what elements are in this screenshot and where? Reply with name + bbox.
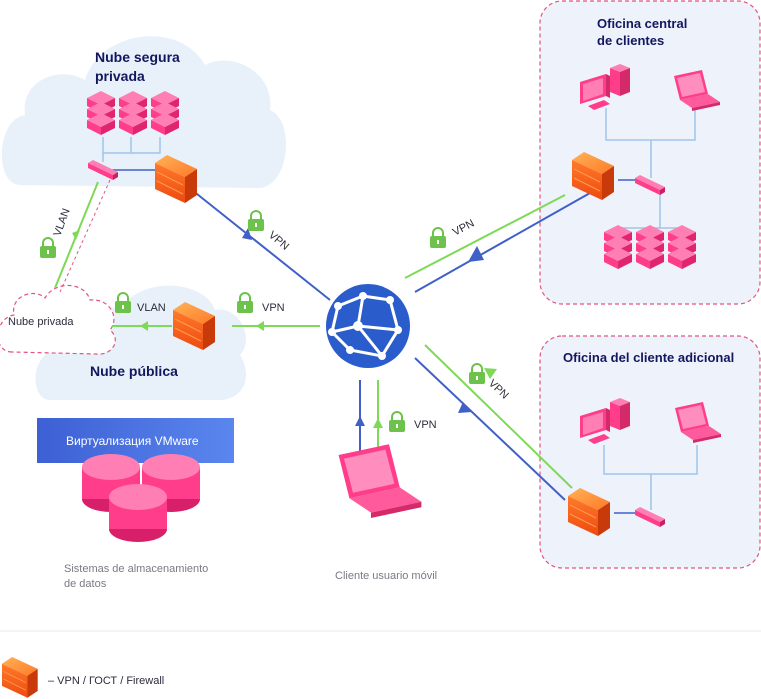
lock-icon xyxy=(39,237,57,259)
arrow-icon xyxy=(140,321,148,331)
arrow-icon xyxy=(484,368,497,379)
vpn-label: VPN xyxy=(414,419,437,431)
lock-icon xyxy=(388,411,406,433)
vpn-label: VPN xyxy=(266,229,291,253)
lock-icon xyxy=(236,292,254,314)
central-office-box xyxy=(539,0,761,305)
public-cloud-title: Nube pública xyxy=(90,363,178,379)
lock-icon xyxy=(468,363,486,385)
secure-cloud-title-1: Nube segura xyxy=(95,49,180,65)
globe-icon xyxy=(326,284,410,368)
server-stack-icon xyxy=(604,225,696,269)
secure-cloud-title-2: privada xyxy=(95,68,145,84)
vlan-label: VLAN xyxy=(52,207,73,238)
vmware-label: Виртуализация VMware xyxy=(66,434,199,448)
additional-office-title: Oficina del cliente adicional xyxy=(563,350,734,365)
vmware-bar xyxy=(37,418,234,463)
legend-text: – VPN / ГОСТ / Firewall xyxy=(48,675,164,687)
laptop-icon xyxy=(338,444,422,518)
mobile-client-label: Cliente usuario móvil xyxy=(335,570,437,582)
arrow-icon xyxy=(373,418,383,428)
private-cloud-label: Nube privada xyxy=(8,316,74,328)
lock-icon xyxy=(247,210,265,232)
vlan-label: VLAN xyxy=(137,302,166,314)
vpn-label: VPN xyxy=(262,302,285,314)
links xyxy=(54,108,698,514)
arrow-icon xyxy=(256,321,264,331)
additional-office-box xyxy=(539,335,761,569)
vpn-label: VPN xyxy=(486,377,511,401)
arrow-icon xyxy=(355,416,365,426)
arrow-icon xyxy=(242,228,252,240)
legend-firewall-icon xyxy=(1,656,39,699)
lock-icon xyxy=(114,292,132,314)
arrow-icon xyxy=(458,402,472,413)
central-office-title-2: de clientes xyxy=(597,33,664,48)
lock-icon xyxy=(429,227,447,249)
arrow-icon xyxy=(468,246,484,262)
central-office-title-1: Oficina central xyxy=(597,16,687,31)
vpn-label: VPN xyxy=(451,217,477,238)
private-cloud-small xyxy=(0,284,116,355)
arrow-icon xyxy=(72,230,80,240)
storage-label-1: Sistemas de almacenamiento xyxy=(64,563,208,575)
arrow-icons xyxy=(72,228,497,428)
database-icon xyxy=(82,454,200,542)
server-stack-icon xyxy=(87,91,179,135)
storage-label-2: de datos xyxy=(64,578,107,590)
